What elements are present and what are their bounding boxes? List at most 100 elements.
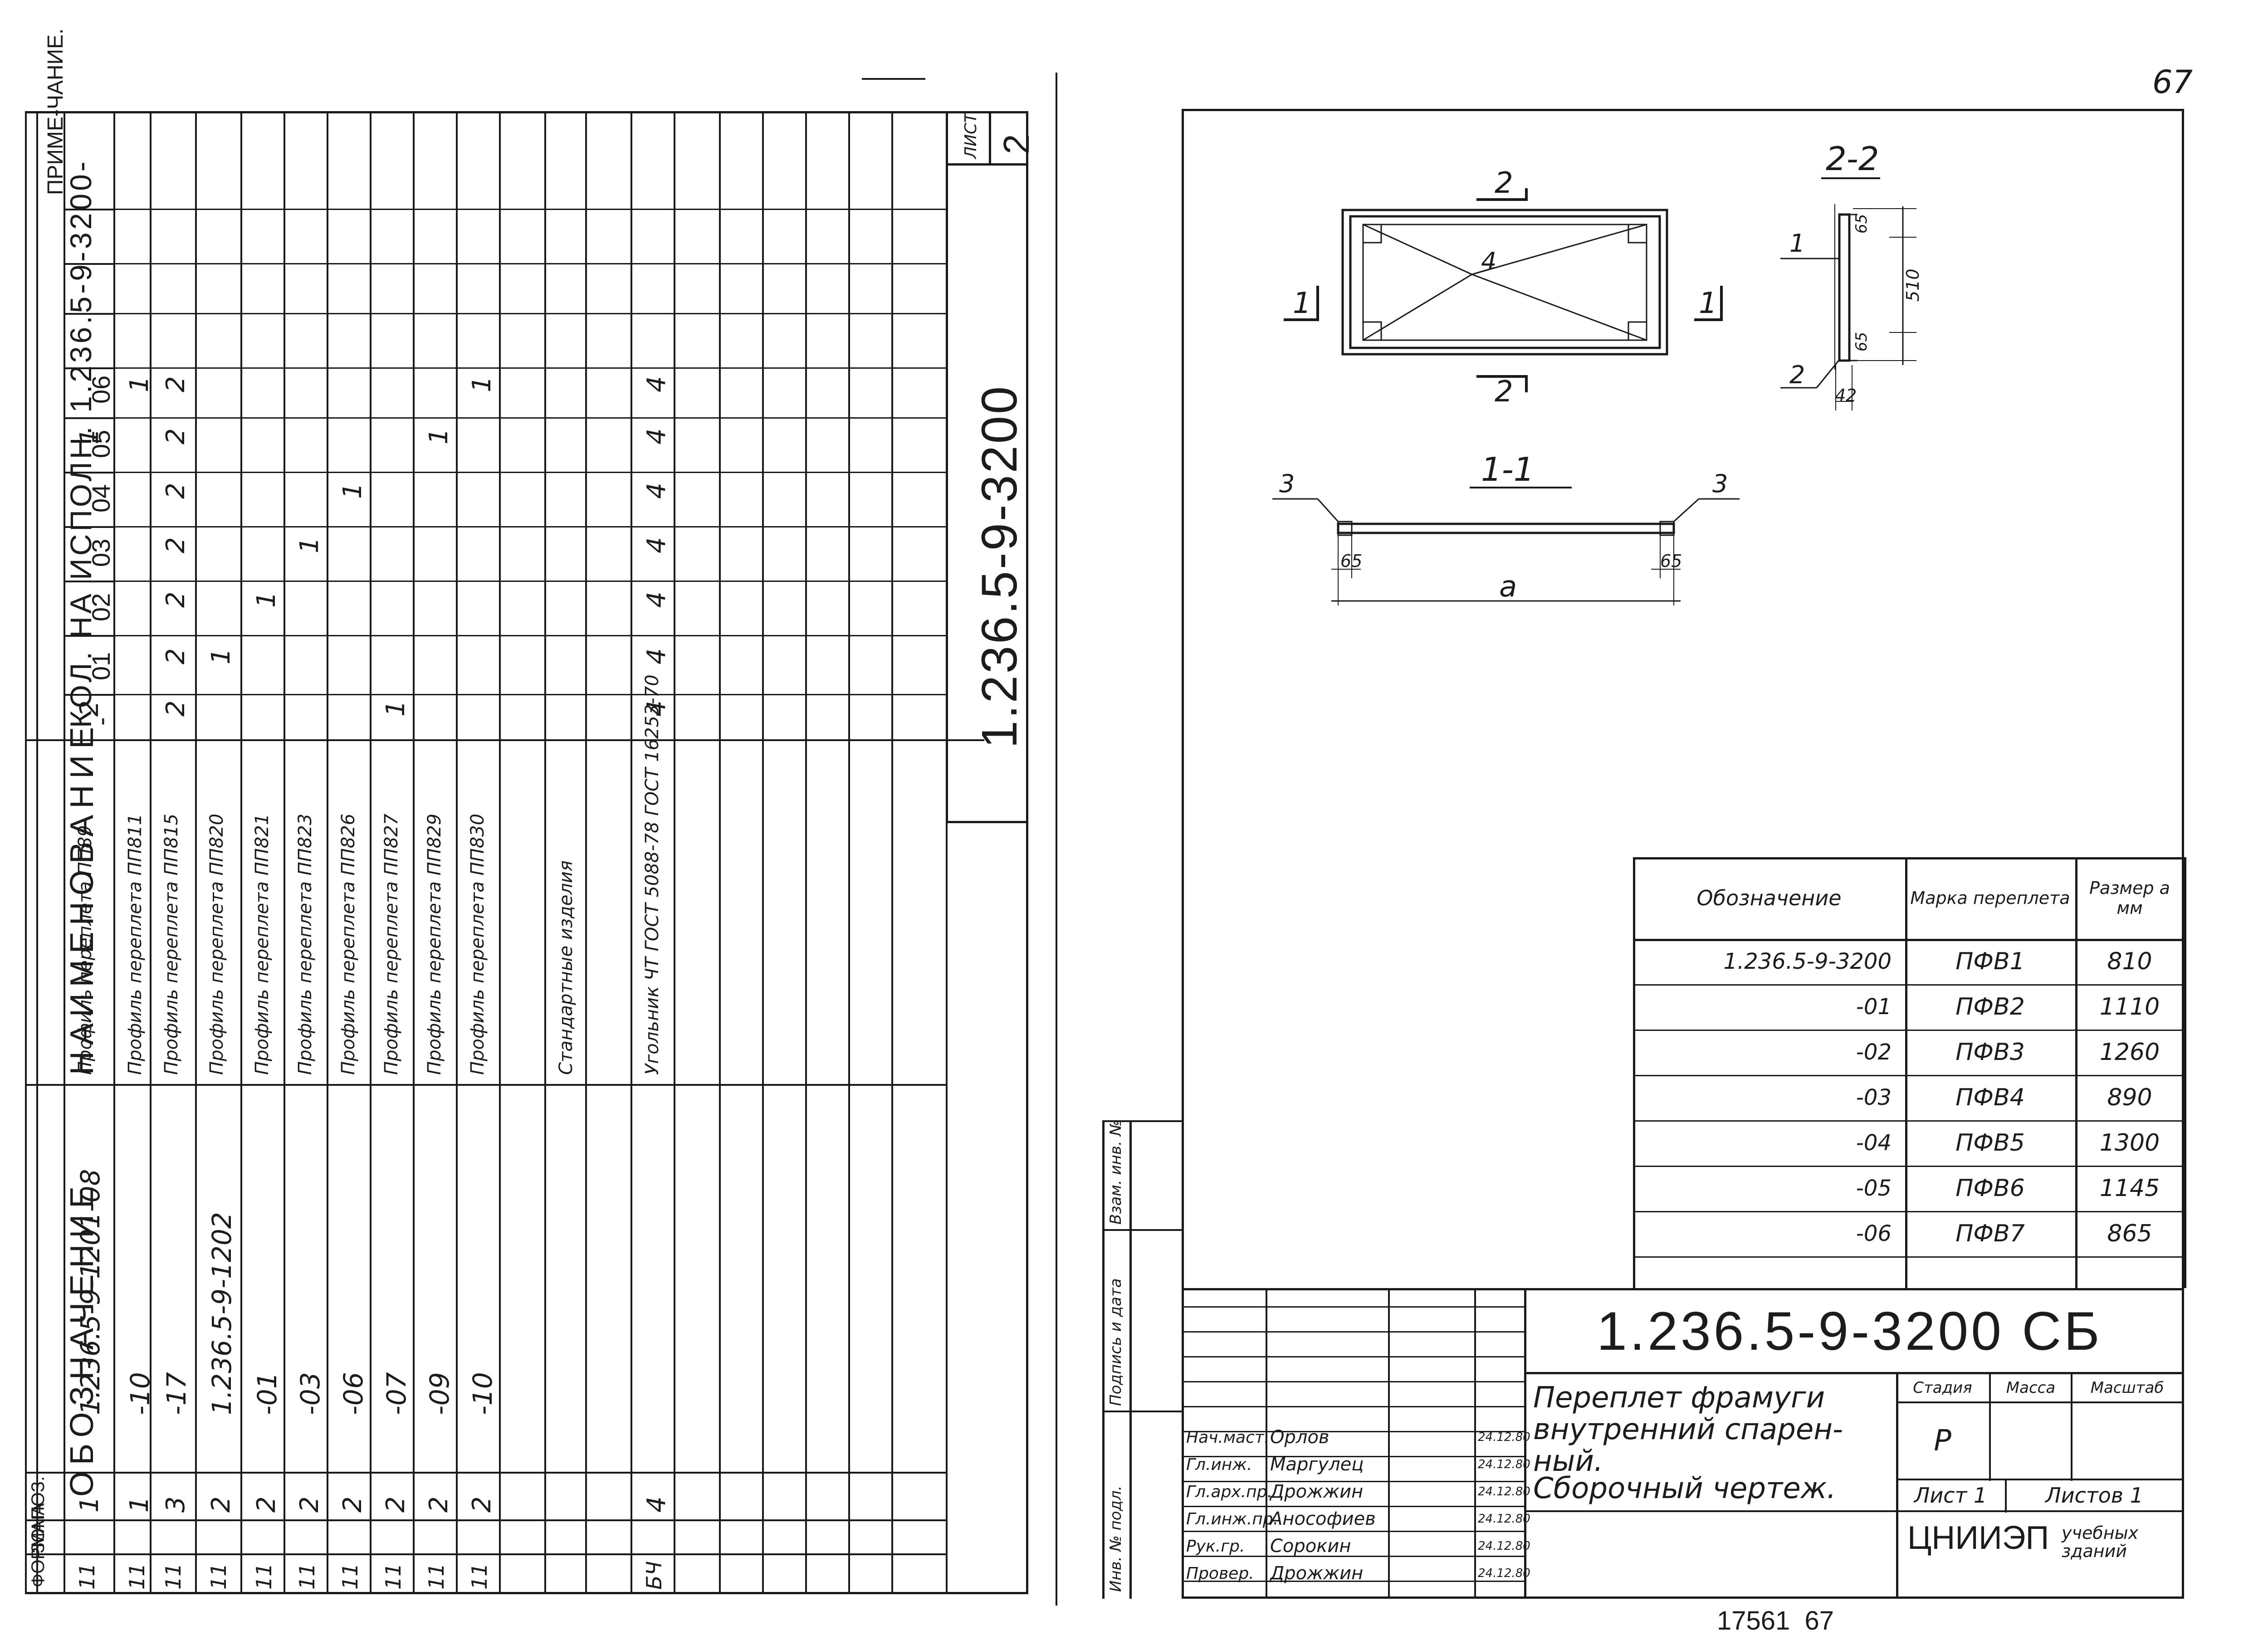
scale-label: Масштаб (2090, 1379, 2164, 1397)
cut-label-1-left: 1 (1293, 287, 1311, 320)
variant-header-03: 03 (87, 538, 115, 567)
org-main: ЦНИИЭП (1907, 1520, 2049, 1556)
variant-header-base: - (87, 717, 115, 726)
row-qty: 2 (161, 376, 191, 392)
row-poz: 1 (75, 1496, 104, 1513)
row-forma: 11 (206, 1563, 231, 1590)
row-naimenovanie: Профиль переплета ПП820 (206, 813, 227, 1075)
left-list-label: ЛИСТ (962, 112, 980, 159)
row-qty: 2 (161, 591, 191, 608)
header-primechanie: ПРИМЕ-ЧАНИЕ. (44, 28, 68, 195)
signature-name: Дрожжин (1270, 1481, 1364, 1502)
variant-mark: ПФВ4 (1955, 1084, 2025, 1111)
row-poz: 4 (642, 1496, 671, 1513)
cut-label-2-top: 2 (1495, 166, 1513, 200)
variant-designation: 1.236.5-9-3200 (1723, 949, 1892, 974)
section-1-1-label: 1-1 (1481, 450, 1535, 488)
leader-3-left-label: 3 (1279, 469, 1295, 498)
variant-mark: ПФВ3 (1955, 1039, 2025, 1066)
variant-designation: -02 (1856, 1040, 1892, 1065)
row-oboznachenie: -06 (338, 1372, 369, 1415)
row-oboznachenie: 1.236.5-9-1202 (206, 1212, 237, 1415)
row-qty: 1 (338, 483, 367, 499)
left-list-number: 2 (996, 134, 1036, 155)
row-oboznachenie: 1.236.5-9-1201-08 (75, 1169, 106, 1415)
variant-size-a: 1300 (2099, 1129, 2160, 1157)
row-oboznachenie: -07 (381, 1372, 412, 1415)
row-forma: 11 (252, 1563, 276, 1590)
signature-name: Дрожжин (1270, 1563, 1364, 1584)
variant-designation: -04 (1856, 1130, 1892, 1156)
signature-role: Гл.инж. (1186, 1455, 1252, 1474)
row-oboznachenie: -03 (295, 1372, 326, 1415)
row-poz: 1 (125, 1496, 154, 1513)
signature-name: Сорокин (1270, 1536, 1351, 1557)
variant-header-04: 04 (87, 484, 115, 513)
dim-65-top: 65 (1853, 214, 1871, 234)
signature-date: 24.12.80 (1478, 1458, 1530, 1471)
variant-size-a: 890 (2107, 1084, 2152, 1111)
stage-value: Р (1934, 1424, 1951, 1458)
row-qty: 4 (642, 483, 671, 499)
sheets-label: Листов 1 (2045, 1483, 2143, 1508)
row-oboznachenie: -17 (161, 1372, 192, 1415)
row-qty: 4 (642, 376, 671, 392)
row-qty: 4 (642, 700, 671, 717)
variant-mark: ПФВ7 (1955, 1220, 2025, 1247)
stamp-vzam-inv: Взам. инв. № (1107, 1120, 1125, 1225)
row-qty: 1 (75, 428, 104, 444)
row-forma: 11 (161, 1563, 186, 1590)
row-naimenovanie: Профиль переплета ПП826 (338, 813, 359, 1075)
cut-label-1-right: 1 (1699, 287, 1717, 320)
variant-header-01: 01 (87, 652, 115, 680)
title-line-1: Переплет фрамуги (1533, 1381, 1825, 1415)
signature-role: Нач.маст. (1186, 1428, 1270, 1447)
signature-role: Гл.инж.пр. (1186, 1509, 1279, 1528)
row-qty: 1 (424, 428, 454, 444)
row-forma: 11 (424, 1563, 449, 1590)
signature-name: Анософиев (1270, 1508, 1376, 1529)
variant-size-a: 1260 (2099, 1039, 2160, 1066)
row-qty: 4 (642, 648, 671, 664)
variant-size-a: 1110 (2099, 993, 2160, 1020)
row-qty: 2 (161, 428, 191, 444)
stamp-podpis-data: Подпись и дата (1107, 1278, 1125, 1406)
section-2-2-label: 2-2 (1826, 140, 1879, 178)
row-naimenovanie: Профиль переплета ПП821 (252, 813, 273, 1075)
signature-date: 24.12.80 (1478, 1567, 1530, 1580)
row-oboznachenie: -10 (467, 1372, 498, 1415)
row-naimenovanie: Стандартные изделия (556, 860, 577, 1075)
row-poz: 2 (295, 1496, 324, 1513)
row-naimenovanie: Угольник ЧТ ГОСТ 5088-78 ГОСТ 16253-70 (642, 674, 663, 1075)
variant-designation: -03 (1856, 1085, 1892, 1110)
row-qty: 2 (161, 537, 191, 553)
variant-size-a: 1145 (2099, 1175, 2160, 1202)
row-naimenovanie: Профиль переплета ПП827 (381, 813, 402, 1075)
dim-a: а (1499, 570, 1517, 604)
cut-label-2-bottom: 2 (1495, 375, 1513, 409)
row-qty: 2 (161, 700, 191, 717)
variants-table-header: Марка переплета (1910, 888, 2070, 908)
leader-2-label: 2 (1789, 361, 1805, 389)
signature-date: 24.12.80 (1478, 1539, 1530, 1553)
variant-header-06: 06 (87, 375, 115, 404)
left-doc-code: 1.236.5-9-3200 (972, 384, 1027, 748)
stamp-inv-podl: Инв. № подл. (1107, 1485, 1125, 1592)
row-poz: 2 (381, 1496, 411, 1513)
row-poz: 2 (424, 1496, 454, 1513)
row-qty: 2 (75, 700, 104, 717)
variant-header-02: 02 (87, 593, 115, 621)
org-sub: учебных зданий (2062, 1523, 2139, 1561)
variant-designation: -06 (1856, 1221, 1892, 1246)
row-oboznachenie: -01 (252, 1372, 283, 1415)
signature-date: 24.12.80 (1478, 1512, 1530, 1526)
signature-date: 24.12.80 (1478, 1485, 1530, 1499)
row-poz: 3 (161, 1496, 191, 1513)
row-naimenovanie: Профиль переплета ПП815 (161, 813, 182, 1075)
row-forma: 11 (75, 1563, 99, 1590)
stage-label: Стадия (1913, 1379, 1972, 1397)
variants-table-header: Размер а мм (2089, 878, 2170, 918)
row-forma: 11 (381, 1563, 406, 1590)
row-qty: 1 (381, 700, 411, 717)
row-poz: 2 (338, 1496, 367, 1513)
